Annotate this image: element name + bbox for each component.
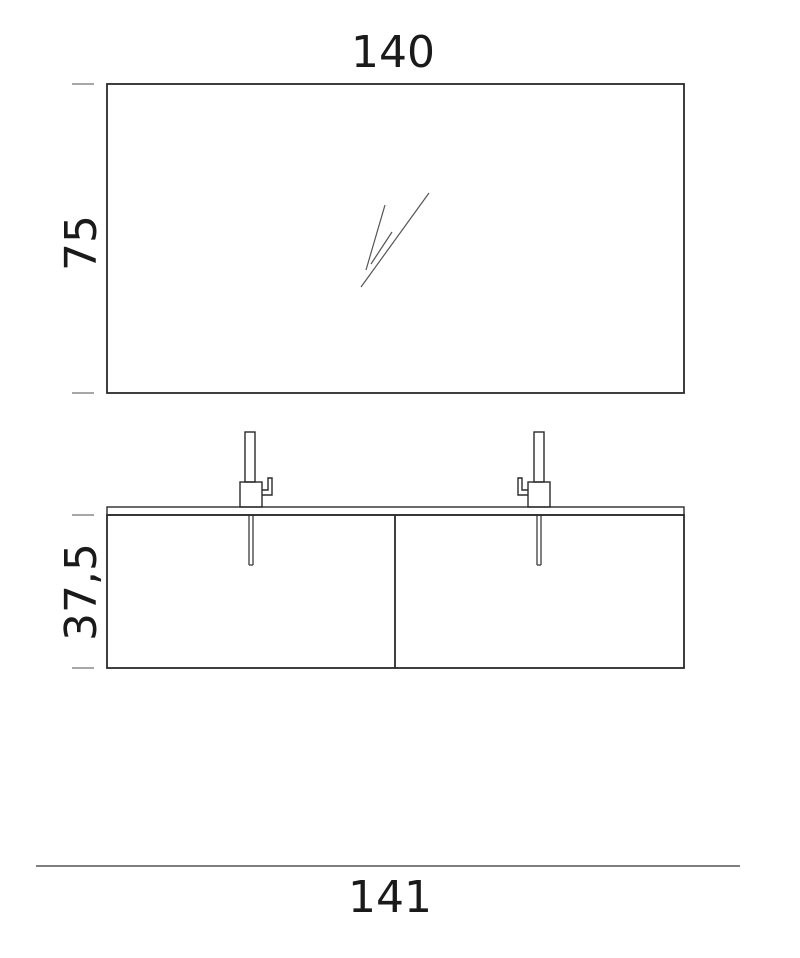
left-faucet — [239, 431, 273, 508]
cabinet-height-label: 37,5 — [56, 543, 107, 641]
mirror — [106, 83, 685, 394]
right-faucet — [517, 431, 551, 508]
overall-width-label: 141 — [348, 872, 432, 923]
mirror-frame — [106, 83, 685, 394]
cabinet — [106, 514, 685, 669]
left-drain — [248, 515, 254, 566]
mirror-height-label: 75 — [56, 215, 107, 271]
mirror-reflection-icon — [360, 192, 430, 288]
countertop — [106, 506, 685, 516]
mirror-width-label: 140 — [351, 27, 435, 78]
right-drain — [536, 515, 542, 566]
